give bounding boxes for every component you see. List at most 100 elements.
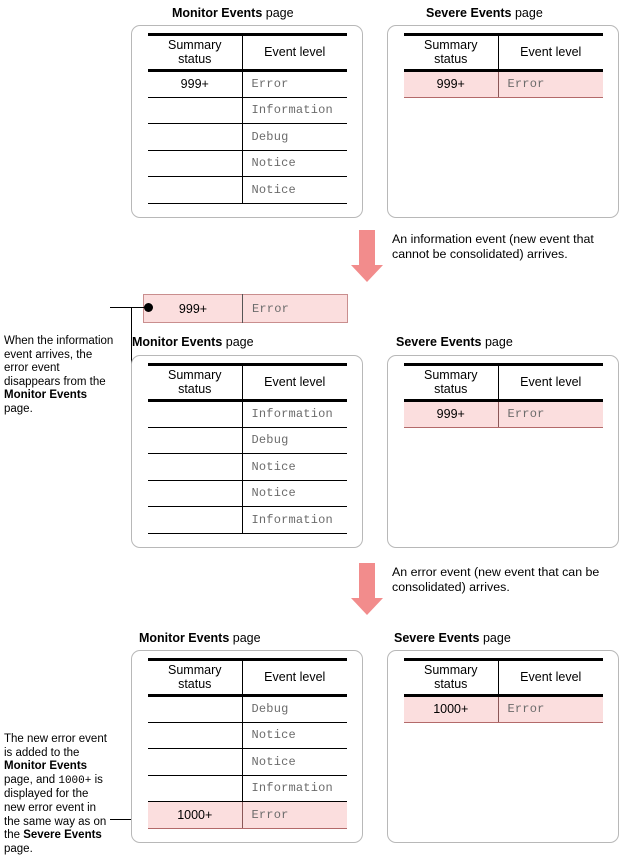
cell-level: Debug	[242, 427, 347, 454]
header-event-level: Event level	[498, 34, 603, 72]
note-line: is added to the	[4, 746, 80, 759]
note-line: displayed for the	[4, 788, 89, 801]
cell-summary	[148, 775, 243, 802]
cell-level: Debug	[242, 695, 347, 723]
cell-level: Information	[242, 506, 347, 534]
title-bold: Monitor Events	[139, 631, 230, 645]
header-event-level: Event level	[498, 659, 603, 697]
callout-level: Error	[252, 301, 290, 316]
cell-summary	[148, 480, 243, 507]
table-row: Information	[148, 97, 347, 124]
note-line: page.	[4, 402, 33, 415]
table-row-highlighted: 999+ Error	[404, 400, 603, 428]
title-bold: Monitor Events	[172, 6, 263, 20]
flow-arrow-2	[351, 563, 383, 615]
table-row: 999+ Error	[148, 70, 347, 98]
note-line: The new error event	[4, 733, 107, 745]
table-row: Debug	[148, 123, 347, 151]
cell-summary: 999+	[404, 70, 499, 98]
callout-connector-dot	[144, 303, 153, 312]
note-line: When the information	[4, 335, 114, 347]
cell-level: Error	[498, 695, 603, 723]
table-row: Notice	[148, 480, 347, 507]
callout-row: 999+ Error	[143, 294, 348, 323]
cell-summary	[148, 427, 243, 454]
flow-arrow-1	[351, 230, 383, 282]
title-rest: page	[229, 631, 261, 645]
title-rest: page	[222, 335, 254, 349]
table-row: Notice	[148, 748, 347, 776]
note-line: the same way as on	[4, 815, 107, 828]
cell-level: Notice	[242, 722, 347, 749]
cell-level: Debug	[242, 123, 347, 151]
severe-events-title-top: Severe Events page	[426, 6, 543, 20]
cell-level: Error	[498, 70, 603, 98]
title-rest: page	[481, 335, 513, 349]
cell-level: Information	[242, 775, 347, 802]
header-event-level: Event level	[242, 34, 347, 72]
monitor-events-title-bottom: Monitor Events page	[139, 631, 261, 645]
table-row-highlighted: 999+ Error	[404, 70, 603, 98]
table-row-highlighted: 1000+ Error	[404, 695, 603, 723]
table-row: Notice	[148, 150, 347, 177]
cell-level: Notice	[242, 453, 347, 481]
note-middle: When the information event arrives, the …	[4, 335, 124, 417]
table-row: Debug	[148, 427, 347, 454]
severe-events-title-middle: Severe Events page	[396, 335, 513, 349]
cell-level: Information	[242, 400, 347, 428]
title-rest: page	[262, 6, 294, 20]
cell-summary	[148, 400, 243, 428]
table-row: Debug	[148, 695, 347, 723]
cell-summary	[148, 176, 243, 204]
note-line: is	[91, 773, 103, 786]
severe-events-title-bottom: Severe Events page	[394, 631, 511, 645]
header-event-level: Event level	[498, 364, 603, 402]
note-line: the	[4, 829, 24, 842]
cell-level: Notice	[242, 748, 347, 776]
callout-summary: 999+	[143, 294, 243, 323]
cell-level: Error	[242, 801, 347, 829]
title-rest: page	[479, 631, 511, 645]
header-event-level: Event level	[242, 659, 347, 697]
cell-summary	[148, 722, 243, 749]
cell-level: Error	[498, 400, 603, 428]
cell-summary	[148, 695, 243, 723]
title-bold: Severe Events	[396, 335, 482, 349]
note-line: disappears from the	[4, 375, 106, 388]
cell-level: Notice	[242, 176, 347, 204]
note-line-bold: Severe Events	[23, 829, 102, 842]
flow-arrow-1-label: An information event (new event that can…	[392, 232, 594, 261]
bottom-connector-line	[110, 819, 150, 820]
cell-summary: 1000+	[148, 801, 243, 829]
note-line: page, and	[4, 773, 59, 786]
table-row-highlighted: 1000+ Error	[148, 801, 347, 829]
title-bold: Monitor Events	[132, 335, 223, 349]
cell-level: Information	[242, 97, 347, 124]
title-rest: page	[511, 6, 543, 20]
cell-summary	[148, 123, 243, 151]
note-mono-value: 1000+	[58, 774, 92, 787]
cell-summary: 1000+	[404, 695, 499, 723]
note-line: event arrives, the	[4, 348, 93, 361]
note-line: new error event in	[4, 801, 97, 814]
note-line-bold: Monitor Events	[4, 389, 88, 402]
table-row: Information	[148, 506, 347, 534]
monitor-events-title-middle: Monitor Events page	[132, 335, 254, 349]
table-row: Notice	[148, 722, 347, 749]
